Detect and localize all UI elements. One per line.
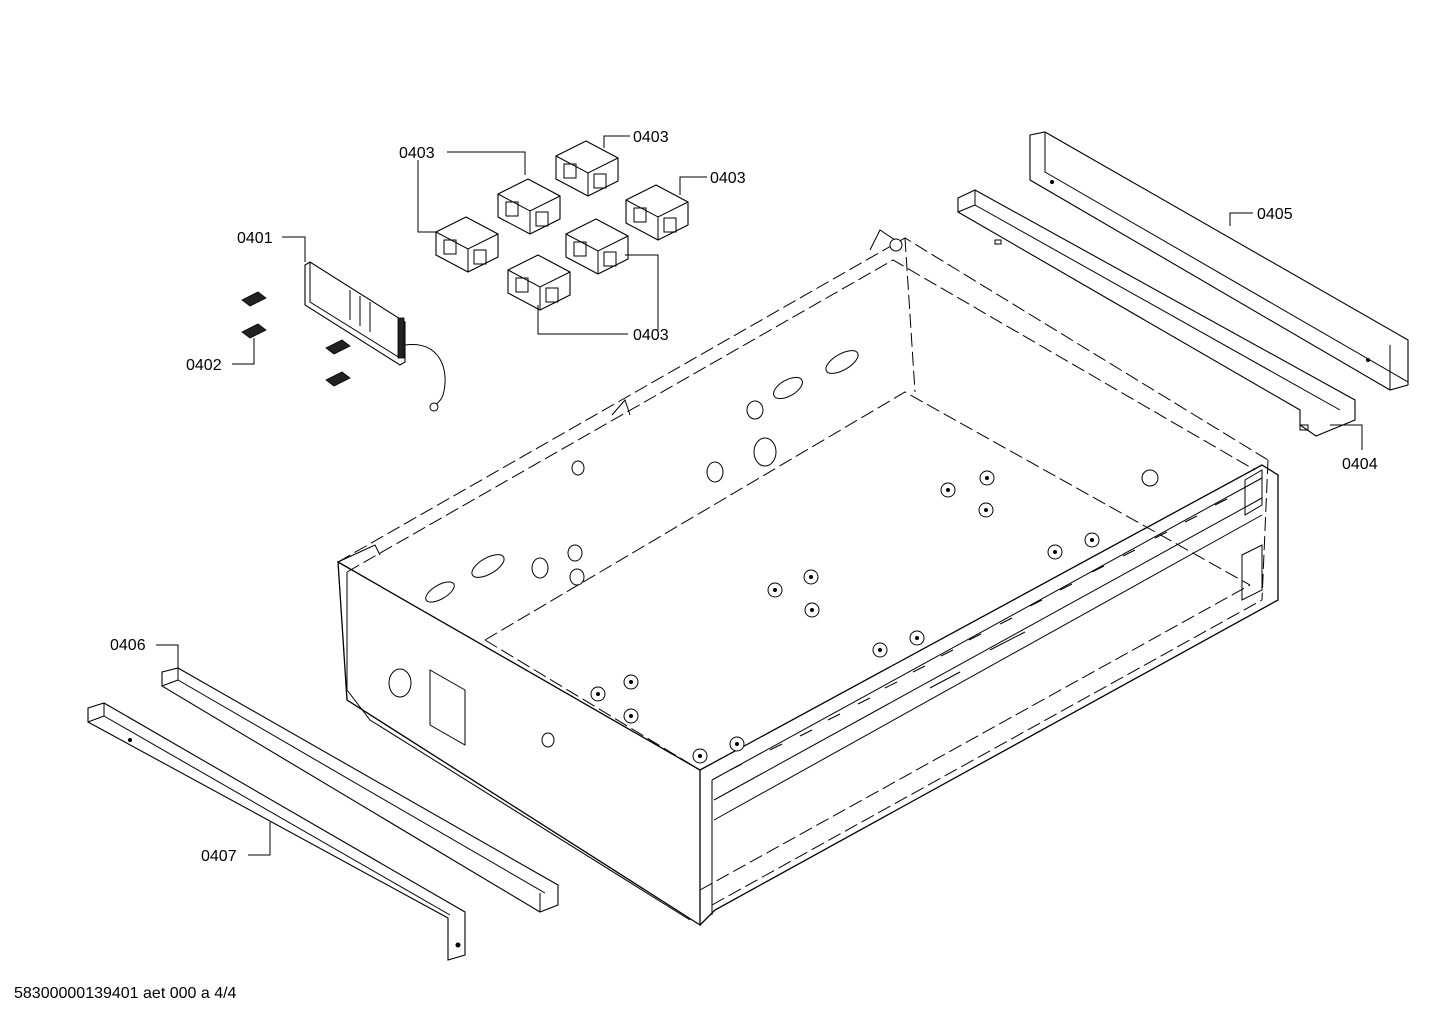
document-code-footer: 58300000139401 aet 000 a 4/4 — [14, 985, 237, 1002]
callout-0407: 0407 — [201, 848, 237, 865]
control-board — [304, 261, 446, 412]
holder-blocks — [435, 140, 689, 311]
floor-mounts — [590, 470, 1100, 764]
callout-0406: 0406 — [110, 637, 146, 654]
rear-channel — [957, 189, 1356, 437]
callout-0405: 0405 — [1257, 206, 1293, 223]
chassis-box — [337, 229, 1279, 927]
callout-0403-c: 0403 — [710, 170, 746, 187]
callout-0401: 0401 — [237, 230, 273, 247]
fastener-clips — [241, 291, 351, 387]
leader-lines — [156, 135, 1363, 856]
front-trim-lower — [87, 702, 466, 961]
callout-0403-b: 0403 — [633, 129, 669, 146]
callout-0404: 0404 — [1342, 456, 1378, 473]
rear-trim-bar — [1029, 131, 1409, 391]
callout-labels: 0401 0402 0403 0403 0403 0403 0404 0405 … — [110, 129, 1378, 865]
callout-0403-a: 0403 — [399, 145, 435, 162]
callout-0402: 0402 — [186, 357, 222, 374]
front-rail-slots — [729, 498, 1228, 771]
callout-0403-d: 0403 — [633, 327, 669, 344]
